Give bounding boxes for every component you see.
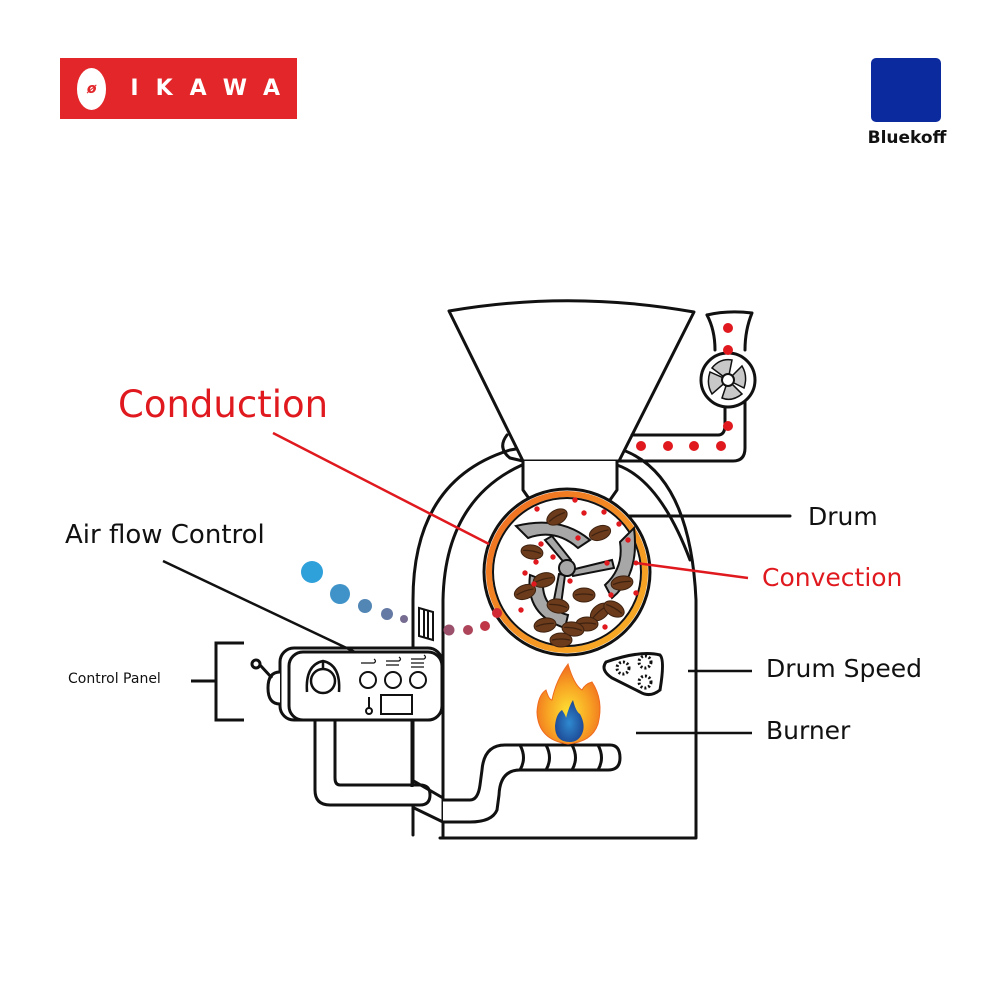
heat-dot [633,590,639,596]
ikawa-logo: ø IKAWA [60,58,297,119]
roaster-body-inner [441,463,524,840]
drum-speed-label: Drum Speed [766,654,923,683]
air-flow-control-label: Air flow Control [65,520,265,550]
heat-dot [534,506,540,512]
drum-label: Drum [808,502,878,531]
drum-paddle-icon [514,521,636,630]
coffee-bean-icon: ø [77,67,107,110]
burner-label: Burner [766,716,851,745]
fan-high-knob [409,671,427,689]
heat-dot [518,607,524,613]
heat-dot [522,570,528,576]
convection-label: Convection [762,563,903,592]
airflow-dot [443,624,455,636]
coffee-bean-icon [549,632,573,648]
coffee-bean-icon [546,508,568,526]
airflow-dot [480,621,490,631]
roaster-body-outer-right [438,446,698,840]
conduction-leader [272,431,490,546]
coffee-bean-icon [546,598,570,614]
airflow-dot [381,608,393,620]
heat-dot [533,559,539,565]
heat-dot [625,537,631,543]
flame-icon [536,662,601,745]
airflow-leader [162,559,356,654]
exhaust-fan-icon [699,351,757,409]
coffee-bean-icon [610,575,634,591]
fan-mid-icon [386,656,402,666]
conduction-label: Conduction [118,383,329,426]
fan-mid-knob [384,671,402,689]
coffee-bean-icon [603,600,625,618]
coffee-beans [513,508,634,648]
coffee-bean-icon [588,524,612,542]
heat-dot [550,554,556,560]
fan-low-knob [359,671,377,689]
exhaust-heat-dots [636,323,733,451]
drum-speed-gears-icon [602,652,664,697]
convection-leader [635,561,749,580]
fan-low-icon [361,658,377,664]
airflow-dot [330,584,350,604]
airflow-dial-icon[interactable] [305,659,341,695]
heat-dot [538,541,544,547]
exhaust-pipe [617,388,747,463]
airflow-dot [400,615,408,623]
fan-speed-knobs[interactable] [359,671,427,689]
heat-dot [602,624,608,630]
coffee-bean-icon [533,617,557,633]
display-screen [380,694,413,715]
ikawa-wordmark: IKAWA [130,76,297,101]
bluekoff-name: Bluekoff [867,128,947,148]
thermometer-icon [365,697,373,715]
panel-stand [313,720,432,807]
bluekoff-logo: Bluekoff [862,58,952,148]
airflow-dot [463,625,473,635]
heat-dot [616,521,622,527]
fan-high-icon [411,654,427,668]
control-panel-label: Control Panel [68,671,161,687]
airflow-dots [301,561,502,636]
heat-dot [572,497,578,503]
airflow-dot [301,561,323,583]
bluekoff-square-icon [871,58,941,122]
coffee-bean-icon [561,621,585,637]
coffee-bean-icon [513,583,537,601]
roaster-body-outer [411,446,524,837]
airflow-dot [358,599,372,613]
air-vent-icon [418,606,434,642]
heat-dot [581,510,587,516]
heat-dot [567,578,573,584]
coffee-bean-icon [520,544,544,560]
coffee-bean-icon [532,572,556,588]
coffee-bean-icon [572,587,596,603]
heat-dot [575,535,581,541]
control-panel-bracket [191,641,244,722]
airflow-dot [492,608,502,618]
convection-dots [518,497,639,630]
hopper [447,299,696,463]
heat-dot [604,560,610,566]
heat-dot [608,592,614,598]
burner [443,743,622,824]
heat-dot [531,581,537,587]
heat-dot [601,509,607,515]
